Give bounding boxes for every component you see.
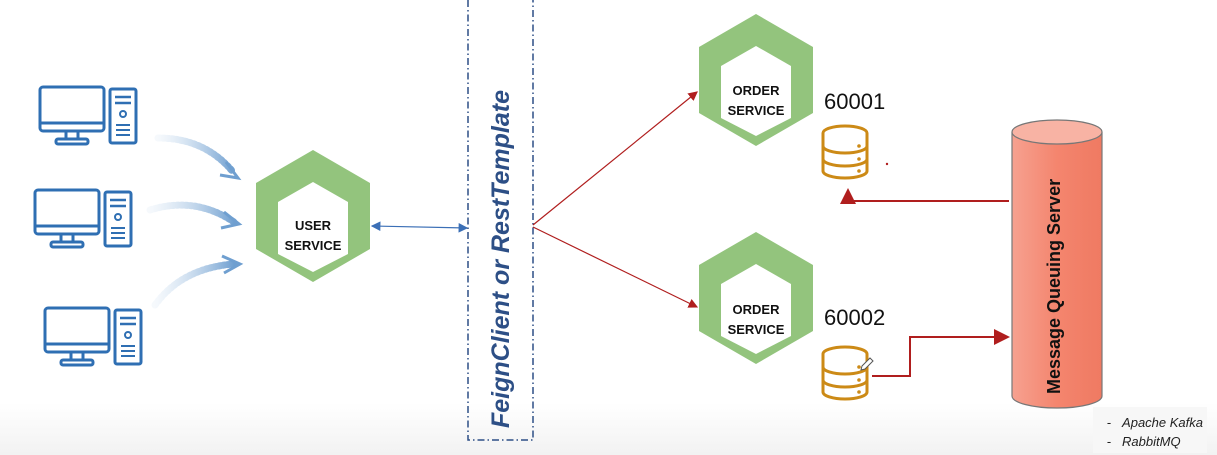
database-to-queue-arrow (872, 329, 1010, 377)
queue-label: Message Queuing Server (1044, 179, 1065, 394)
dot-marker (885, 162, 889, 166)
client-computer-icon (43, 306, 143, 367)
queue-example-rabbitmq: RabbitMQ (1122, 434, 1181, 449)
queue-examples-list: - Apache Kafka - RabbitMQ (1092, 407, 1207, 453)
order-service-1-label-line1: ORDER (732, 83, 780, 98)
edit-pencil-icon (860, 357, 874, 371)
user-service-label-line1: USER (294, 218, 332, 233)
queue-example-item: - Apache Kafka (1106, 415, 1203, 430)
request-swoosh-arrow (154, 134, 242, 181)
order-service-2-port: 60002 (824, 305, 886, 330)
route-arrow-order-1 (532, 91, 698, 226)
queue-example-kafka: Apache Kafka (1122, 415, 1203, 430)
request-swoosh-arrow (146, 201, 243, 230)
queue-to-database-arrow (840, 188, 1009, 204)
client-computer-icon (33, 188, 133, 249)
order-service-2-label: ORDER SERVICE (716, 300, 796, 340)
gateway-dashed-box (467, 0, 534, 441)
queue-example-item: - RabbitMQ (1106, 434, 1181, 449)
route-arrow-order-2 (532, 226, 699, 308)
order-service-2-hexagon (699, 232, 813, 364)
bidirectional-arrow (370, 221, 469, 233)
database-icon (821, 345, 869, 401)
request-swoosh-arrow (151, 254, 244, 309)
order-service-1-hexagon (699, 14, 813, 146)
client-computer-icon (38, 85, 138, 146)
order-service-2-label-line2: SERVICE (727, 322, 785, 337)
order-service-1-label: ORDER SERVICE (716, 81, 796, 121)
user-service-label-line2: SERVICE (284, 238, 342, 253)
bottom-shade (0, 403, 1217, 455)
gateway-label-text: FeignClient or RestTemplate (487, 89, 515, 428)
queue-label-text: Message Queuing Server (1044, 178, 1064, 394)
order-service-1-port: 60001 (824, 89, 886, 114)
order-service-1-label-line2: SERVICE (727, 103, 785, 118)
order-service-2-label-line1: ORDER (732, 302, 780, 317)
user-service-label: USER SERVICE (273, 216, 353, 256)
message-queue-cylinder (1011, 119, 1103, 409)
database-icon (821, 124, 869, 180)
gateway-label: FeignClient or RestTemplate (487, 90, 516, 428)
